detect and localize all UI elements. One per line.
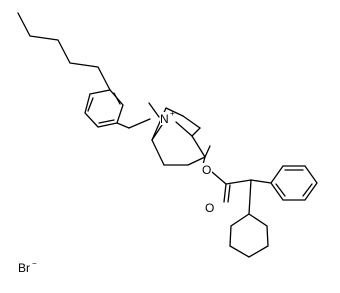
cyclohexyl-ring — [229, 179, 269, 258]
svg-text:−: − — [32, 259, 37, 268]
svg-text:N: N — [160, 112, 169, 126]
svg-text:Br: Br — [18, 261, 30, 275]
pentyl-chain — [17, 12, 111, 91]
ester-oxygen-atom: O — [201, 163, 212, 177]
benzyl-benzene-ring — [84, 89, 151, 129]
svg-text:O: O — [202, 163, 211, 177]
nitrogen-atom: N + — [160, 109, 175, 126]
svg-text:+: + — [170, 109, 175, 118]
carbonyl-oxygen-atom: O — [204, 201, 215, 215]
svg-text:O: O — [205, 201, 214, 215]
ester-group — [201, 156, 252, 203]
phenyl-ring — [250, 165, 318, 201]
bromide-counterion: Br − — [18, 259, 37, 275]
tropane-core — [148, 102, 211, 166]
